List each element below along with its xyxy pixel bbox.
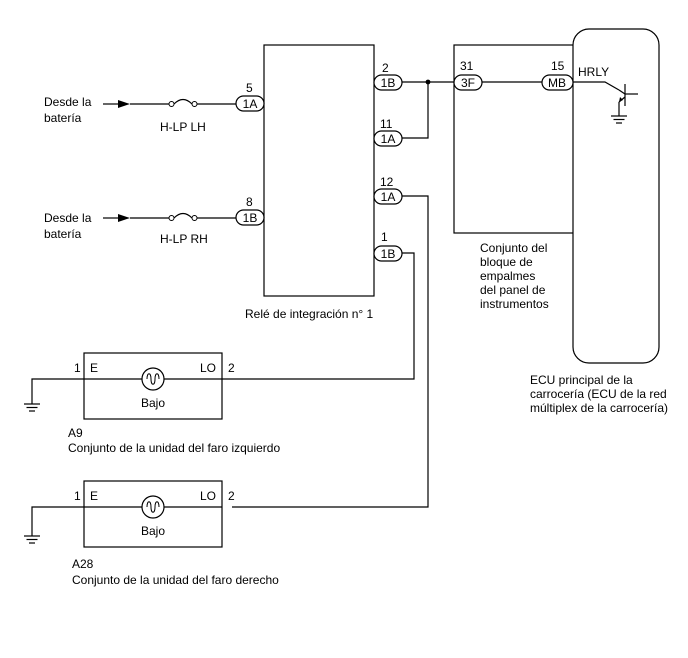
relay-caption: Relé de integración n° 1 bbox=[245, 307, 374, 321]
pin-number-1: 1 bbox=[74, 489, 81, 503]
fuse-terminal bbox=[168, 215, 175, 221]
pin-number-1: 1 bbox=[381, 230, 388, 244]
from-battery-label-line1: Desde la bbox=[44, 95, 92, 109]
signal-label-hrly: HRLY bbox=[578, 65, 609, 79]
lamp-label: Bajo bbox=[141, 396, 165, 410]
fuse-icon bbox=[173, 212, 193, 219]
filament-icon bbox=[146, 373, 160, 385]
from-battery-label-line1: Desde la bbox=[44, 211, 92, 225]
transistor-collector bbox=[618, 89, 626, 95]
bulb-icon bbox=[141, 367, 165, 391]
ecu-caption-line2: carrocería (ECU de la red bbox=[530, 387, 667, 401]
ground-wire bbox=[31, 506, 84, 536]
pin-number-15: 15 bbox=[551, 59, 565, 73]
junction-block: 31 3F Conjunto del bloque de empalmes de… bbox=[453, 44, 575, 311]
arrow-right-icon bbox=[118, 100, 130, 108]
fuse-label-hlp-lh: H-LP LH bbox=[160, 120, 206, 134]
connector-label: 1A bbox=[381, 132, 396, 146]
pin-number-1: 1 bbox=[74, 361, 81, 375]
lamp-label: Bajo bbox=[141, 524, 165, 538]
junction-block-box bbox=[453, 44, 575, 234]
ecu-caption-line3: múltiplex de la carrocería) bbox=[530, 401, 668, 415]
terminal-lo: LO bbox=[200, 361, 216, 375]
ground-wire bbox=[31, 378, 84, 404]
wire-pin11 bbox=[402, 82, 429, 139]
fuse-terminal bbox=[168, 101, 175, 107]
pin-number-12: 12 bbox=[380, 175, 394, 189]
connector-label: 3F bbox=[461, 76, 475, 90]
fuse-terminal bbox=[191, 101, 198, 107]
fuse-icon bbox=[173, 98, 193, 105]
pin-number-2: 2 bbox=[382, 61, 389, 75]
junction-caption-line2: bloque de bbox=[480, 255, 533, 269]
battery-feed-rh: Desde la batería H-LP RH bbox=[44, 211, 236, 246]
headlamp-right-caption: Conjunto de la unidad del faro derecho bbox=[72, 573, 279, 587]
junction-caption-line5: instrumentos bbox=[480, 297, 549, 311]
ecu-box bbox=[572, 28, 660, 364]
ecu-internal-wire bbox=[573, 81, 620, 91]
relay-output-wires bbox=[222, 79, 454, 508]
connector-label: 1B bbox=[243, 211, 258, 225]
headlamp-right: 1 E LO 2 Bajo A28 Conjunto de la unidad … bbox=[24, 480, 279, 587]
headlamp-code-a28: A28 bbox=[72, 557, 94, 571]
junction-caption-line4: del panel de bbox=[480, 283, 546, 297]
headlamp-left: 1 E LO 2 Bajo A9 Conjunto de la unidad d… bbox=[24, 352, 280, 455]
ecu-caption-line1: ECU principal de la bbox=[530, 373, 633, 387]
fuse-terminal bbox=[191, 215, 198, 221]
connector-label: 1B bbox=[381, 247, 396, 261]
filament-icon bbox=[146, 501, 160, 513]
connector-label: 1B bbox=[381, 76, 396, 90]
pin-number-8: 8 bbox=[246, 195, 253, 209]
pin-number-5: 5 bbox=[246, 81, 253, 95]
connector-label: MB bbox=[548, 76, 566, 90]
fuse-label-hlp-rh: H-LP RH bbox=[160, 232, 208, 246]
battery-feed-lh: Desde la batería H-LP LH bbox=[44, 95, 236, 134]
main-body-ecu: 15 MB HRLY ECU principal de la carrocerí… bbox=[530, 28, 668, 415]
junction-caption-line3: empalmes bbox=[480, 269, 535, 283]
headlamp-code-a9: A9 bbox=[68, 426, 83, 440]
junction-caption-line1: Conjunto del bbox=[480, 241, 547, 255]
bulb-icon bbox=[141, 495, 165, 519]
terminal-e: E bbox=[90, 489, 98, 503]
pin-number-31: 31 bbox=[460, 59, 474, 73]
headlamp-left-caption: Conjunto de la unidad del faro izquierdo bbox=[68, 441, 280, 455]
terminal-e: E bbox=[90, 361, 98, 375]
wire-pin12-to-right-lamp bbox=[232, 195, 429, 508]
transistor-arrow-icon bbox=[619, 97, 623, 102]
integration-relay: Relé de integración n° 1 5 1A 8 1B 2 1B … bbox=[235, 44, 403, 321]
pin-number-2: 2 bbox=[228, 361, 235, 375]
from-battery-label-line2: batería bbox=[44, 111, 82, 125]
pin-number-2: 2 bbox=[228, 489, 235, 503]
arrow-right-icon bbox=[118, 214, 130, 222]
connector-label: 1A bbox=[243, 97, 258, 111]
wire-pin1-to-left-lamp bbox=[222, 252, 415, 380]
relay-box bbox=[263, 44, 375, 297]
from-battery-label-line2: batería bbox=[44, 227, 82, 241]
connector-1b bbox=[235, 209, 265, 226]
connector-1a bbox=[235, 95, 265, 112]
connector-label: 1A bbox=[381, 190, 396, 204]
pin-number-11: 11 bbox=[380, 117, 393, 131]
terminal-lo: LO bbox=[200, 489, 216, 503]
